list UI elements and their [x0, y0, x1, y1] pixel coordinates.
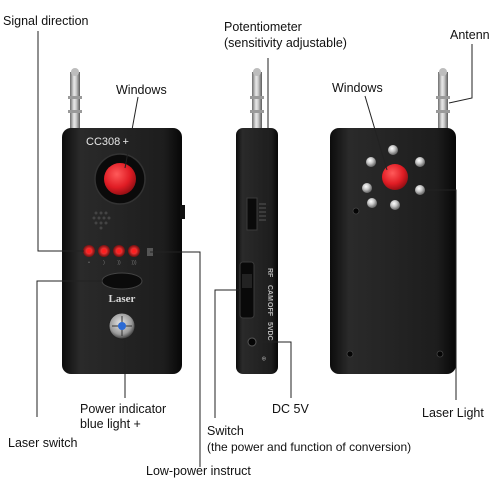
svg-text:•: •: [88, 260, 90, 266]
function-slide-switch[interactable]: [239, 261, 255, 319]
leader-lines: [36, 31, 473, 467]
label-antenn: Antenn: [450, 28, 490, 42]
svg-text:⊕: ⊕: [260, 356, 266, 361]
dc-jack[interactable]: [247, 337, 257, 347]
label-windows-back: Windows: [332, 81, 383, 95]
back-device: [330, 68, 456, 374]
label-laser-light: Laser Light: [422, 406, 484, 420]
back-red-window: [382, 164, 408, 190]
side-label-5vdc: 5VDC: [266, 322, 273, 341]
front-device: • ) )) ))): [62, 68, 185, 374]
front-red-window: [104, 163, 136, 195]
side-label-cam: CAM: [266, 285, 273, 301]
side-label-rf: RF: [266, 268, 273, 278]
label-power-indicator: Power indicator: [80, 402, 167, 416]
svg-text:): ): [103, 260, 105, 266]
front-antenna: [70, 72, 80, 130]
svg-text:))): ))): [132, 260, 137, 266]
side-device: RF CAM OFF 5VDC ⊕: [236, 68, 278, 374]
svg-text:)): )): [117, 260, 121, 266]
potentiometer-wheel[interactable]: [246, 197, 258, 231]
side-antenna: [252, 72, 262, 130]
model-label: CC308 +: [86, 136, 129, 148]
label-potentiometer: Potentiometer: [224, 20, 302, 34]
laser-led-ring: [362, 145, 425, 210]
label-dc-5v: DC 5V: [272, 402, 309, 416]
laser-button-label: Laser: [109, 293, 136, 305]
label-power-indicator-note: blue light +: [80, 417, 141, 431]
label-laser-switch: Laser switch: [8, 436, 78, 450]
signal-leds: • ) )) ))): [83, 245, 140, 266]
back-antenna: [438, 72, 448, 130]
label-potentiometer-note: (sensitivity adjustable): [224, 36, 347, 50]
label-signal-direction: Signal direction: [3, 14, 89, 28]
label-switch: Switch: [207, 424, 244, 438]
side-label-off: OFF: [266, 302, 273, 317]
label-switch-note: (the power and function of conversion): [207, 440, 412, 454]
label-windows-front: Windows: [116, 83, 167, 97]
laser-switch-button[interactable]: [101, 272, 143, 290]
label-low-power-instruct: Low-power instruct: [146, 464, 251, 478]
speaker-grille: [92, 211, 111, 230]
